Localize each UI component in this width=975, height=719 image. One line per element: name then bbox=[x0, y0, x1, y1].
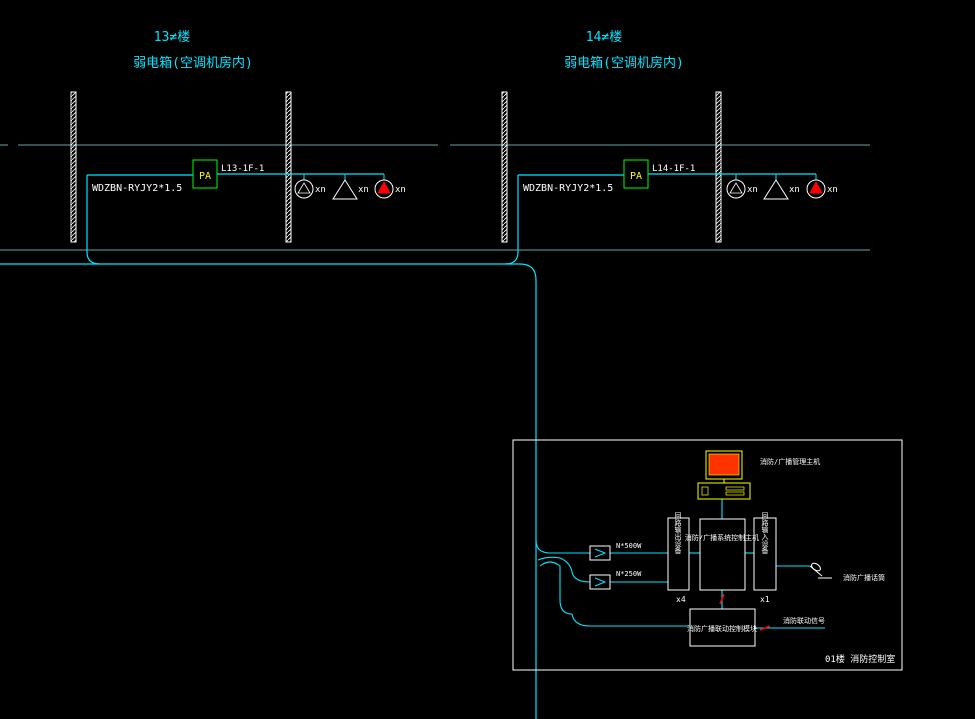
floor13-xn2: xn bbox=[358, 185, 369, 195]
floor14-devices: PA L14-1F-1 WDZBN-RYJY2*1.5 xn xn xn bbox=[523, 159, 838, 200]
wall-14-right bbox=[715, 91, 722, 243]
host-label: 消防/广播管理主机 bbox=[760, 457, 820, 466]
floor14-ceiling-speaker-mark bbox=[729, 182, 743, 194]
fire-signal-label: 消防联动信号 bbox=[783, 616, 825, 625]
wall-14-left bbox=[501, 91, 508, 243]
floor13-cable: WDZBN-RYJY2*1.5 bbox=[92, 183, 182, 194]
linkage-module-box[interactable] bbox=[689, 608, 756, 647]
floor13-devices: PA L13-1F-1 WDZBN-RYJY2*1.5 xn xn xn bbox=[92, 159, 406, 200]
amp1-power: N*500W bbox=[616, 542, 642, 550]
floor13-drop bbox=[86, 175, 101, 265]
power-button bbox=[701, 486, 709, 496]
amplifier-2[interactable] bbox=[589, 574, 611, 590]
trunk-line-main bbox=[0, 263, 537, 719]
linkage-module-label: 消防广播联动控制模块 bbox=[687, 624, 757, 633]
control-room-frame[interactable] bbox=[512, 439, 903, 671]
drive-bay-2 bbox=[725, 491, 745, 496]
floor13-circuit: L13-1F-1 bbox=[221, 164, 264, 174]
floor13-xn1: xn bbox=[315, 185, 326, 195]
floor14-xn3: xn bbox=[827, 185, 838, 195]
main-unit-label-text: 消防/广播系统控制主机 bbox=[685, 533, 759, 542]
main-unit-label: 消防/广播系统控制主机 bbox=[685, 533, 759, 542]
floor13-xn3: xn bbox=[395, 185, 406, 195]
amplifier-2-icon bbox=[594, 577, 607, 587]
in-count: x1 bbox=[760, 595, 770, 604]
output-module-box[interactable] bbox=[667, 517, 690, 591]
control-room-label: 01楼 消防控制室 bbox=[825, 653, 895, 665]
floor13-horn-speaker-icon[interactable] bbox=[332, 179, 358, 200]
floor14-xn2: xn bbox=[789, 185, 800, 195]
trunk-wiring bbox=[0, 174, 624, 719]
microphone-icon[interactable] bbox=[809, 562, 832, 579]
wall-13-left bbox=[70, 91, 77, 243]
input-module-box[interactable] bbox=[753, 517, 777, 591]
floor14-alarm-speaker-icon[interactable] bbox=[806, 179, 826, 199]
mic-head bbox=[811, 562, 821, 572]
host-computer-icon[interactable] bbox=[697, 450, 751, 500]
out-count: x4 bbox=[676, 595, 686, 604]
floor14-subtitle: 弱电箱(空调机房内) bbox=[564, 55, 684, 71]
amp2-power: N*250W bbox=[616, 570, 642, 578]
floor14-horn-speaker-icon[interactable] bbox=[763, 179, 789, 200]
floor14-ceiling-speaker-icon[interactable] bbox=[726, 179, 746, 199]
floor14-drop bbox=[504, 175, 519, 265]
floor13-ceiling-speaker-mark bbox=[297, 182, 311, 194]
floor-lines bbox=[0, 144, 870, 251]
amplifier-1[interactable] bbox=[589, 545, 611, 561]
floor13-ceiling-speaker-icon[interactable] bbox=[294, 179, 314, 199]
output-module-label: 回路输出设备 bbox=[674, 512, 682, 555]
floor13-pa-label: PA bbox=[199, 171, 211, 182]
floor14-circuit: L14-1F-1 bbox=[652, 164, 695, 174]
amplifier-1-icon bbox=[594, 548, 607, 558]
floor13-title: 13≠楼 bbox=[154, 30, 190, 45]
wire-to-linkage bbox=[539, 561, 690, 627]
mic-label: 消防广播话筒 bbox=[843, 573, 885, 582]
amplifiers: N*500W N*250W bbox=[589, 542, 642, 590]
computer-case bbox=[697, 482, 751, 500]
input-module-label: 回路输入设备 bbox=[761, 512, 769, 555]
floor13-alarm-fill bbox=[377, 181, 391, 194]
monitor-screen bbox=[708, 453, 740, 476]
wire-to-amp2 bbox=[537, 556, 591, 583]
floor14-cable: WDZBN-RYJY2*1.5 bbox=[523, 183, 613, 194]
floor13-subtitle: 弱电箱(空调机房内) bbox=[133, 55, 253, 71]
wall-13-right bbox=[285, 91, 292, 243]
wire-to-amp1 bbox=[535, 539, 590, 554]
walls bbox=[70, 91, 722, 243]
floor14-xn1: xn bbox=[747, 185, 758, 195]
floor13-alarm-speaker-icon[interactable] bbox=[374, 179, 394, 199]
floor14-pa-label: PA bbox=[630, 171, 642, 182]
floor14-title: 14≠楼 bbox=[586, 30, 622, 45]
red-arrow-linkage bbox=[719, 593, 725, 605]
red-arrow-fire bbox=[759, 625, 771, 631]
drive-bay-1 bbox=[725, 486, 745, 491]
floor14-alarm-fill bbox=[809, 181, 823, 194]
main-control-box[interactable] bbox=[699, 518, 746, 591]
